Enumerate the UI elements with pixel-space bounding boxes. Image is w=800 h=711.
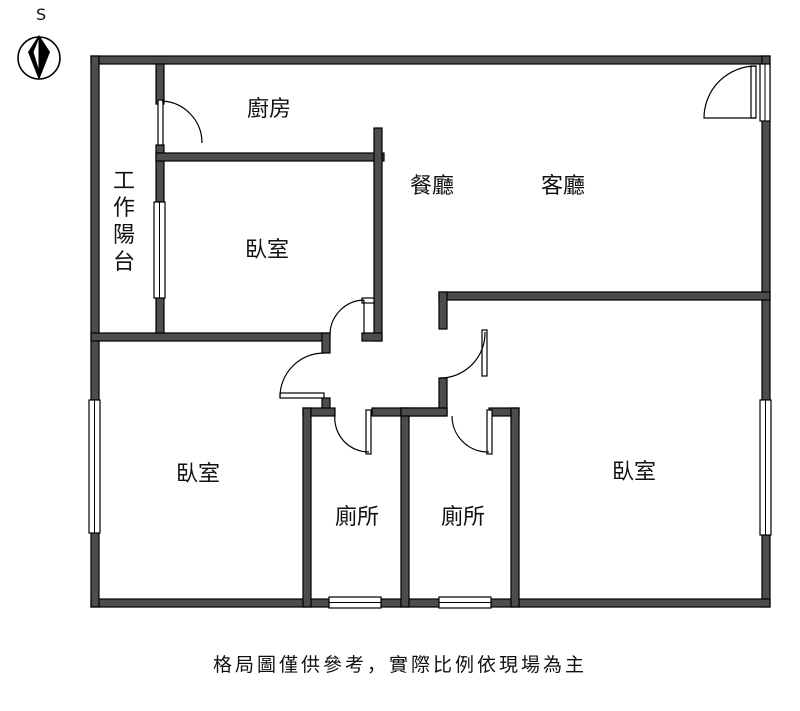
door-kitchen [157,99,203,146]
outer-wall-right-lower [761,534,771,608]
room-label-utility-balcony: 工作陽台 [112,169,135,275]
bedroom-top-wall-right-stub [361,332,383,342]
room-label-kitchen: 廚房 [246,97,292,122]
room-label-living: 客廳 [540,174,586,199]
outer-wall-left-lower [90,532,100,608]
door-entrance [703,65,757,119]
doors [157,65,757,455]
bathroom-right-wall-top-a [400,407,448,417]
compass-letter: S [36,5,47,24]
windows [88,63,772,609]
bedroom-right-wall-top [438,291,771,301]
bedroom-top-wall-bottom [90,332,331,342]
room-label-bathroom-right: 廁所 [440,505,486,530]
bedroom-top-wall-top [155,152,385,162]
door-bedroom-left [279,352,325,399]
outer-wall-right-mid [761,117,771,401]
room-label-bedroom-right: 臥室 [611,460,657,485]
outer-wall-top [90,55,771,65]
bedroom-top-wall-right [373,127,383,342]
bathroom-left-wall-left [302,407,312,608]
door-bathroom-right [451,409,493,455]
room-label-bedroom-top: 臥室 [244,238,290,263]
door-bathroom-left [334,409,372,455]
door-bedroom-top [329,297,375,335]
outer-wall-bottom [90,598,771,608]
disclaimer-caption: 格局圖僅供參考，實際比例依現場為主 [212,654,587,676]
bathroom-divider-wall [400,407,410,608]
room-label-dining: 餐廳 [409,174,455,199]
balcony-wall-upper [155,63,165,105]
outer-wall-left-upper [90,55,100,401]
room-label-bathroom-left: 廁所 [334,505,380,530]
bedroom-right-wall-left-upper [438,291,448,330]
room-label-bedroom-left: 臥室 [175,462,221,487]
walls [90,55,771,608]
door-bedroom-right [439,329,488,379]
hall-jamb-left-top [321,332,331,354]
bathroom-right-wall-right [510,407,520,608]
compass-arrow-icon [17,35,61,80]
